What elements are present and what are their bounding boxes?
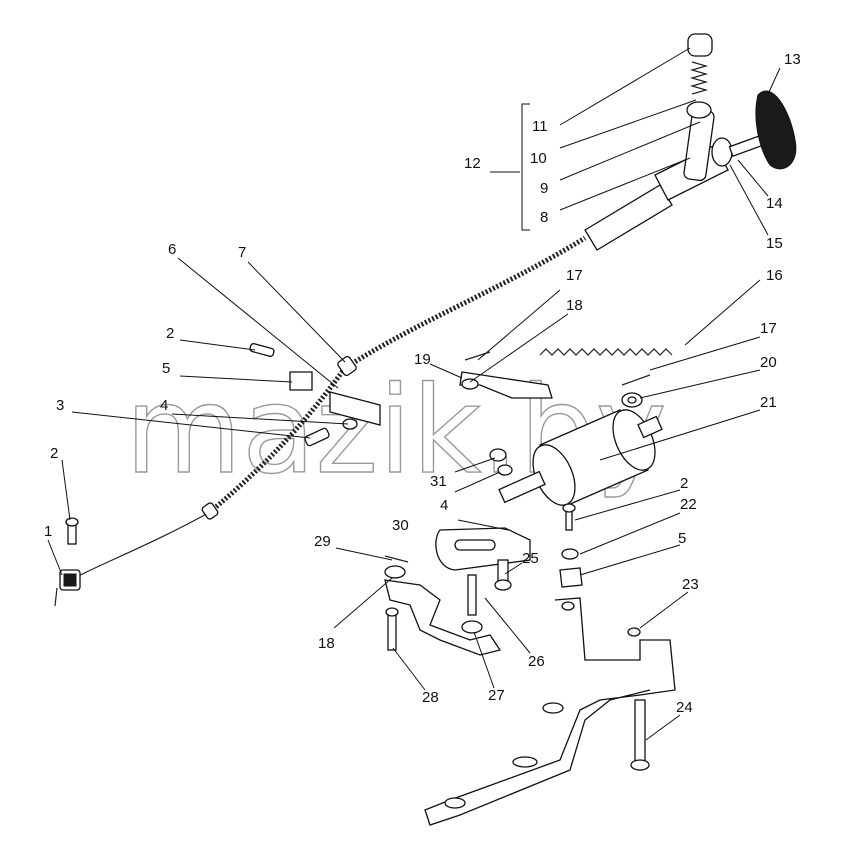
callout-21: 21: [760, 394, 777, 411]
actuator-cylinder: [489, 409, 663, 506]
control-cable: [69, 235, 587, 581]
callout-1: 1: [44, 523, 52, 540]
callout-22: 22: [680, 496, 697, 513]
callout-8: 8: [540, 209, 548, 226]
callout-19: 19: [414, 351, 431, 368]
left-clamp: [54, 517, 81, 607]
leader-lines: [47, 47, 781, 741]
callout-9: 9: [540, 180, 548, 197]
mounting-bracket: [424, 503, 676, 826]
callout-4: 4: [160, 397, 168, 414]
callout-28: 28: [422, 689, 439, 706]
callout-10: 10: [530, 150, 547, 167]
callout-7: 7: [238, 244, 246, 261]
callout-5: 5: [162, 360, 170, 377]
callout-12: 12: [464, 155, 481, 172]
callout-27: 27: [488, 687, 505, 704]
callout-numbers: 1 2 2 2 3 4 4 5 5 6 7 8 9 10 11 12 13 14…: [44, 51, 801, 716]
callout-18: 18: [566, 297, 583, 314]
callout-26: 26: [528, 653, 545, 670]
callout-30: 30: [392, 517, 409, 534]
callout-31: 31: [430, 473, 447, 490]
callout-2: 2: [50, 445, 58, 462]
callout-29: 29: [314, 533, 331, 550]
callout-25: 25: [522, 550, 539, 567]
cable-bracket: [249, 343, 381, 447]
callout-17: 17: [566, 267, 583, 284]
callout-23: 23: [682, 576, 699, 593]
callout-17: 17: [760, 320, 777, 337]
callout-16: 16: [766, 267, 783, 284]
handle-assembly: [584, 33, 797, 251]
callout-6: 6: [168, 241, 176, 258]
callout-20: 20: [760, 354, 777, 371]
lever-spring: [459, 348, 673, 408]
link-plates: [384, 527, 531, 656]
callout-11: 11: [532, 118, 548, 135]
callout-13: 13: [784, 51, 801, 68]
callout-24: 24: [676, 699, 693, 716]
callout-2: 2: [680, 475, 688, 492]
callout-18: 18: [318, 635, 335, 652]
callout-15: 15: [766, 235, 783, 252]
callout-14: 14: [766, 195, 783, 212]
callout-2: 2: [166, 325, 174, 342]
callout-4: 4: [440, 497, 448, 514]
callout-3: 3: [56, 397, 64, 414]
callout-5: 5: [678, 530, 686, 547]
